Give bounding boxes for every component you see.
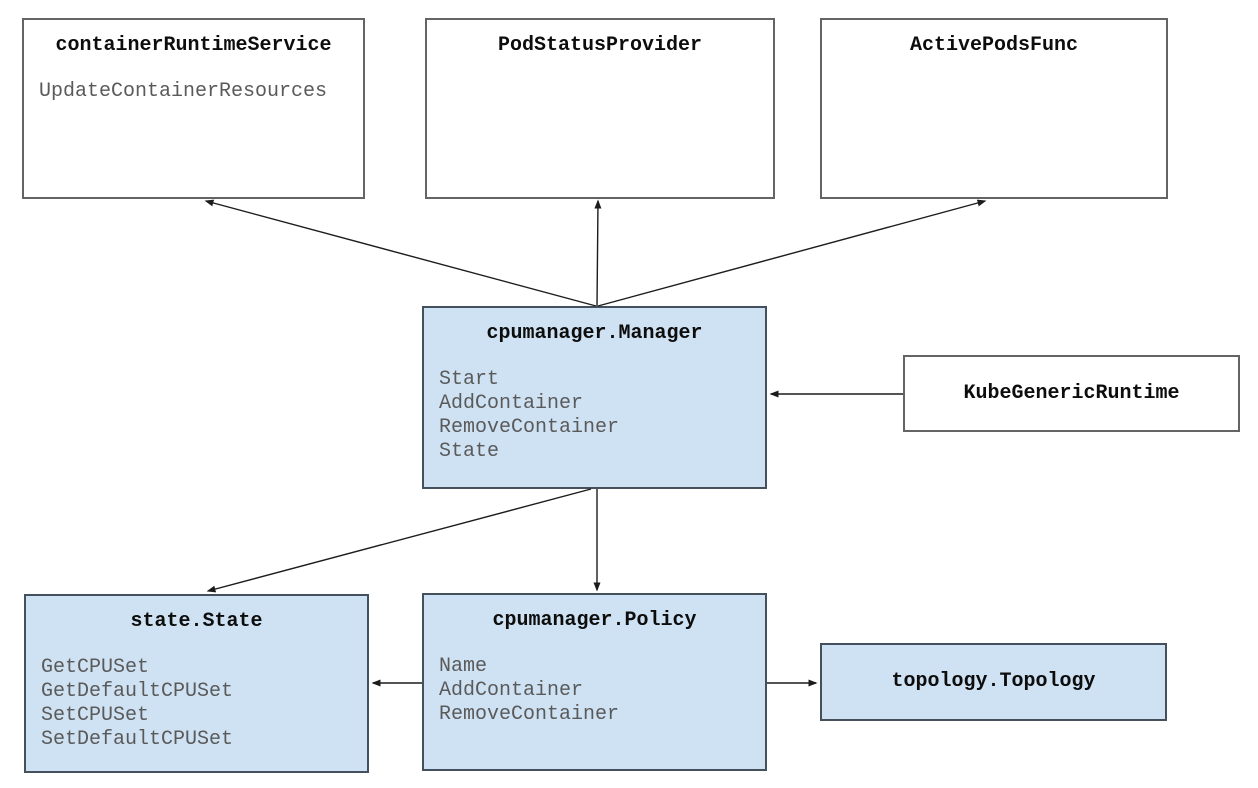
node-title: cpumanager.Manager — [486, 322, 703, 345]
edge-cpumanager.Manager-to-PodStatusProvider — [594, 199, 602, 307]
node-methods: Name AddContainer RemoveContainer — [439, 655, 620, 726]
node-title: containerRuntimeService — [55, 34, 332, 57]
node-topology-topology: topology.Topology — [820, 643, 1167, 721]
node-title: KubeGenericRuntime — [963, 381, 1180, 405]
node-methods: GetCPUSet GetDefaultCPUSet SetCPUSet Set… — [41, 656, 234, 751]
node-title: ActivePodsFunc — [909, 34, 1079, 57]
node-title: cpumanager.Policy — [492, 609, 697, 632]
node-kube-generic-runtime: KubeGenericRuntime — [903, 355, 1240, 432]
node-title: state.State — [130, 610, 263, 633]
node-methods: Start AddContainer RemoveContainer State — [439, 368, 620, 463]
node-pod-status-provider: PodStatusProvider — [425, 18, 775, 199]
edge-cpumanager.Manager-to-containerRuntimeService — [204, 199, 597, 307]
node-active-pods-func: ActivePodsFunc — [820, 18, 1168, 199]
edge-cpumanager.Manager-to-ActivePodsFunc — [597, 199, 987, 307]
node-state-state: state.State GetCPUSet GetDefaultCPUSet S… — [24, 594, 369, 773]
node-title: PodStatusProvider — [497, 34, 703, 57]
node-cpumanager-policy: cpumanager.Policy Name AddContainer Remo… — [422, 593, 767, 771]
edge-cpumanager.Manager-to-state.State — [206, 488, 592, 593]
node-cpumanager-manager: cpumanager.Manager Start AddContainer Re… — [422, 306, 767, 489]
node-methods: UpdateContainerResources — [39, 80, 328, 103]
node-container-runtime-service: containerRuntimeService UpdateContainerR… — [22, 18, 365, 199]
node-title: topology.Topology — [891, 670, 1096, 693]
